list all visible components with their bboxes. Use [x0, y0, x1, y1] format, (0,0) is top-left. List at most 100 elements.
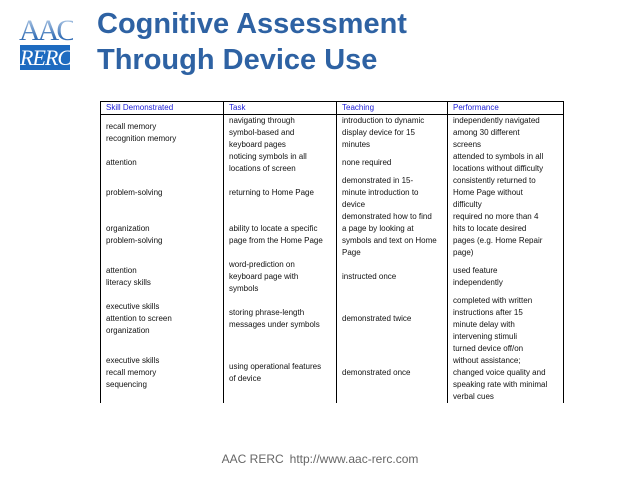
cell-skill: executive skills attention to screen org… — [100, 295, 224, 343]
cognitive-assessment-table: Skill Demonstrated Task Teaching Perform… — [100, 101, 564, 403]
cell-text: among 30 different — [453, 128, 520, 137]
cell-skill: attention literacy skills — [100, 259, 224, 295]
cell-teaching: instructed once — [336, 259, 448, 295]
cell-text: symbols — [229, 284, 259, 293]
cell-performance: completed with written instructions afte… — [447, 295, 564, 343]
cell-text: minute delay with — [453, 320, 515, 329]
cell-text: minute introduction to — [342, 188, 419, 197]
cell-text: messages under symbols — [229, 320, 320, 329]
cell-skill: problem-solving — [100, 175, 224, 211]
cell-text: page) — [453, 248, 474, 257]
cell-text: instructions after 15 — [453, 308, 523, 317]
cell-text: attention — [106, 158, 137, 167]
cell-performance: turned device off/on without assistance;… — [447, 343, 564, 403]
cell-task: storing phrase-length messages under sym… — [223, 295, 337, 343]
cell-performance: used feature independently — [447, 259, 564, 295]
cell-teaching: demonstrated how to find a page by looki… — [336, 211, 448, 259]
cell-text: attention to screen — [106, 314, 172, 323]
cell-text: word-prediction on — [229, 260, 295, 269]
cell-text: returning to Home Page — [229, 188, 314, 197]
cell-skill: executive skills recall memory sequencin… — [100, 343, 224, 403]
cell-text: instructed once — [342, 272, 397, 281]
cell-text: screens — [453, 140, 482, 149]
cell-text: problem-solving — [106, 188, 163, 197]
cell-text: page from the Home Page — [229, 236, 323, 245]
cell-text: demonstrated twice — [342, 314, 412, 323]
table-header-row: Skill Demonstrated Task Teaching Perform… — [100, 101, 564, 115]
slide-title-line-1: Cognitive Assessment — [97, 8, 407, 40]
slide-title-line-2: Through Device Use — [97, 44, 378, 76]
cell-task: ability to locate a specific page from t… — [223, 211, 337, 259]
column-header-performance: Performance — [447, 101, 564, 115]
cell-text: none required — [342, 158, 392, 167]
cell-task: noticing symbols in all locations of scr… — [223, 151, 337, 175]
cell-text: navigating through — [229, 116, 295, 125]
cell-text: locations of screen — [229, 164, 296, 173]
cell-skill: attention — [100, 151, 224, 175]
cell-text: speaking rate with minimal — [453, 380, 548, 389]
logo-rerc-text: RERC — [20, 45, 70, 70]
cell-text: keyboard page with — [229, 272, 299, 281]
table-row: attention literacy skills word-predictio… — [100, 259, 564, 295]
slide-title: Cognitive Assessment Through Device Use — [97, 6, 407, 78]
cell-text: independently — [453, 278, 503, 287]
cell-text: of device — [229, 374, 262, 383]
cell-text: verbal cues — [453, 392, 494, 401]
cell-text: recall memory — [106, 368, 157, 377]
footer-url-link[interactable]: http://www.aac-rerc.com — [289, 452, 419, 466]
cell-text: problem-solving — [106, 236, 163, 245]
cell-text: pages (e.g. Home Repair — [453, 236, 543, 245]
cell-text: device — [342, 200, 366, 209]
cell-text: Page — [342, 248, 361, 257]
cell-text: attention — [106, 266, 137, 275]
cell-text: without assistance; — [453, 356, 521, 365]
column-header-skill: Skill Demonstrated — [100, 101, 224, 115]
cell-text: introduction to dynamic — [342, 116, 425, 125]
cell-text: changed voice quality and — [453, 368, 546, 377]
cell-text: used feature — [453, 266, 498, 275]
table-row: problem-solving returning to Home Page d… — [100, 175, 564, 211]
logo-aac-text: AAC — [19, 14, 76, 47]
cell-teaching: demonstrated twice — [336, 295, 448, 343]
column-header-teaching: Teaching — [336, 101, 448, 115]
cell-text: locations without difficulty — [453, 164, 544, 173]
cell-text: turned device off/on — [453, 344, 524, 353]
cell-task: word-prediction on keyboard page with sy… — [223, 259, 337, 295]
cell-text: difficulty — [453, 200, 482, 209]
cell-task: returning to Home Page — [223, 175, 337, 211]
cell-text: completed with written — [453, 296, 533, 305]
cell-text: organization — [106, 326, 150, 335]
cell-text: required no more than 4 — [453, 212, 539, 221]
cell-text: symbols and text on Home — [342, 236, 437, 245]
cell-text: hits to locate desired — [453, 224, 527, 233]
slide-footer: AAC RERC http://www.aac-rerc.com — [0, 452, 640, 466]
cell-performance: required no more than 4 hits to locate d… — [447, 211, 564, 259]
cell-text: demonstrated how to find — [342, 212, 432, 221]
cell-text: literacy skills — [106, 278, 151, 287]
cell-text: noticing symbols in all — [229, 152, 307, 161]
cell-text: display device for 15 — [342, 128, 415, 137]
cell-text: intervening stimuli — [453, 332, 518, 341]
cell-text: demonstrated once — [342, 368, 411, 377]
cell-performance: attended to symbols in all locations wit… — [447, 151, 564, 175]
cell-teaching: demonstrated in 15- minute introduction … — [336, 175, 448, 211]
cell-performance: consistently returned to Home Page witho… — [447, 175, 564, 211]
cell-performance: independently navigated among 30 differe… — [447, 114, 564, 151]
cell-task: navigating through symbol-based and keyb… — [223, 114, 337, 151]
table-row: executive skills recall memory sequencin… — [100, 343, 564, 403]
cell-text: a page by looking at — [342, 224, 414, 233]
cell-text: demonstrated in 15- — [342, 176, 414, 185]
table-row: attention noticing symbols in all locati… — [100, 151, 564, 175]
cell-text: keyboard pages — [229, 140, 286, 149]
table-row: organization problem-solving ability to … — [100, 211, 564, 259]
cell-text: Home Page without — [453, 188, 523, 197]
column-header-task: Task — [223, 101, 337, 115]
cell-text: storing phrase-length — [229, 308, 305, 317]
cell-text: attended to symbols in all — [453, 152, 544, 161]
cell-text: executive skills — [106, 302, 160, 311]
table-row: executive skills attention to screen org… — [100, 295, 564, 343]
cell-text: using operational features — [229, 362, 322, 371]
cell-text: independently navigated — [453, 116, 540, 125]
footer-org: AAC RERC — [221, 452, 284, 466]
cell-text: minutes — [342, 140, 371, 149]
